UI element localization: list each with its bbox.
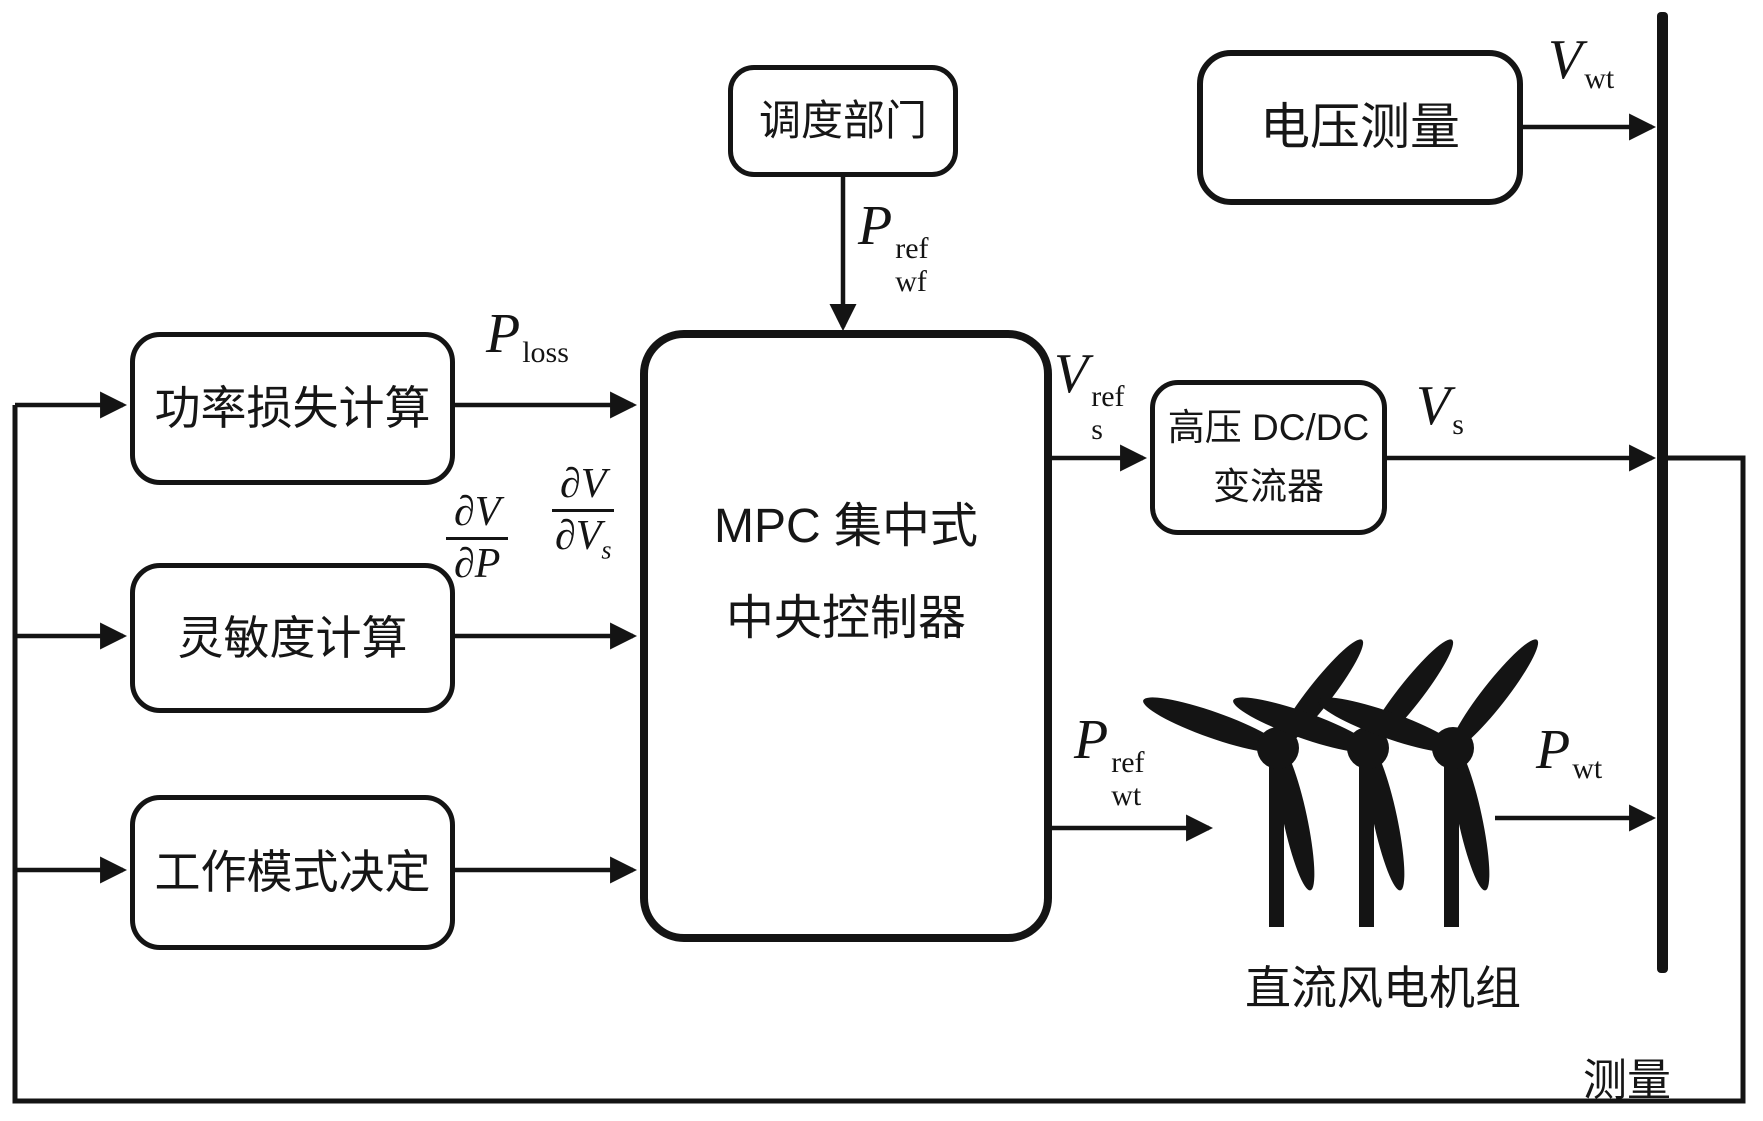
power-loss-calc-box: 功率损失计算	[130, 332, 455, 485]
voltage-measurement-label: 电压测量	[1260, 98, 1460, 155]
measurement-caption: 测量	[1583, 1056, 1671, 1105]
work-mode-decision-label: 工作模式决定	[154, 846, 431, 899]
label-p-wt: Pwt	[1536, 719, 1603, 785]
dc-bus-line	[1657, 12, 1668, 973]
mpc-label-line2: 中央控制器	[725, 592, 966, 645]
voltage-measurement-box: 电压测量	[1197, 50, 1523, 205]
dv-dp-denominator: ∂P	[454, 541, 501, 588]
sensitivity-calc-box: 灵敏度计算	[130, 563, 455, 713]
mpc-label-line1: MPC 集中式	[713, 500, 978, 553]
label-v-s: Vs	[1416, 375, 1464, 441]
dcdc-label-line2: 变流器	[1213, 465, 1324, 507]
label-p-loss: Ploss	[486, 303, 569, 369]
mpc-central-controller-box: MPC 集中式 中央控制器	[640, 330, 1052, 942]
label-dv-dp-fraction: ∂V ∂P	[446, 490, 509, 588]
wind-turbines-icon	[1143, 639, 1539, 927]
dispatch-department-label: 调度部门	[758, 96, 927, 144]
dcdc-label-line1: 高压 DC/DC	[1167, 406, 1370, 448]
dv-dvs-numerator: ∂V	[552, 462, 615, 513]
work-mode-decision-box: 工作模式决定	[130, 795, 455, 950]
label-dv-dvs-fraction: ∂V ∂Vs	[552, 462, 615, 565]
hv-dcdc-converter-box: 高压 DC/DC 变流器	[1150, 380, 1387, 535]
label-v-wt: Vwt	[1548, 29, 1615, 95]
dispatch-department-box: 调度部门	[728, 65, 958, 177]
dv-dp-numerator: ∂V	[446, 490, 509, 541]
power-loss-calc-label: 功率损失计算	[154, 382, 431, 435]
dv-dvs-denominator: ∂Vs	[554, 513, 612, 565]
dc-wind-farm-caption: 直流风电机组	[1245, 962, 1521, 1014]
sensitivity-calc-label: 灵敏度计算	[177, 611, 408, 664]
